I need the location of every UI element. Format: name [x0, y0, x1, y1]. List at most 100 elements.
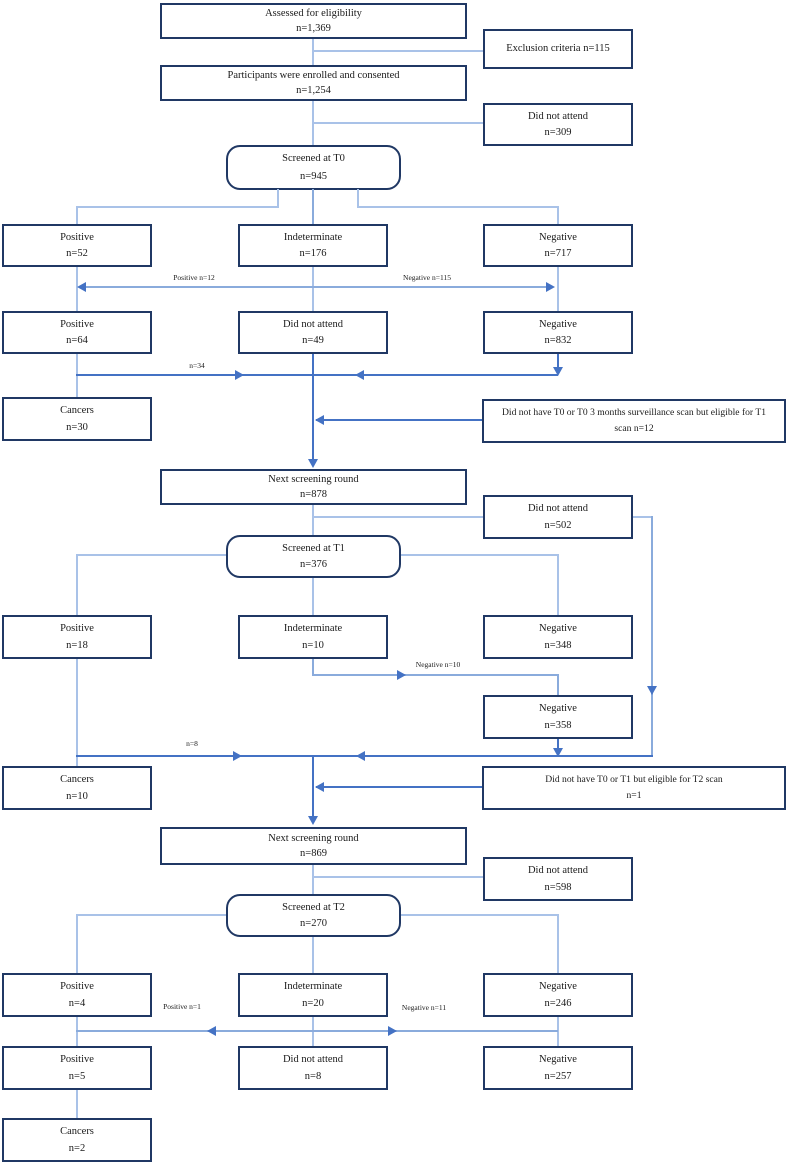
- box-label: Cancers: [60, 404, 94, 416]
- box-label: Screened at T1: [282, 542, 345, 554]
- box-label: Negative: [539, 622, 577, 634]
- box-label: Positive: [60, 622, 94, 634]
- flow-box-t2-cancers: Cancers n=2: [2, 1118, 152, 1162]
- box-label: Screened at T2: [282, 901, 345, 913]
- arrowhead-down: [308, 816, 318, 825]
- flow-box-enrolled-consented: Participants were enrolled and consented…: [160, 65, 467, 101]
- connector: [312, 865, 314, 894]
- connector: [557, 554, 559, 615]
- box-count: n=832: [544, 335, 572, 347]
- arrowhead-right: [388, 1026, 397, 1036]
- connector: [76, 659, 78, 766]
- box-label: Negative: [539, 231, 577, 243]
- connector: [312, 122, 483, 124]
- box-label: Indeterminate: [283, 231, 343, 243]
- connector: [76, 914, 78, 973]
- box-label: Exclusion criteria n=115: [506, 43, 610, 55]
- flow-box-next-round-t2: Next screening round n=869: [160, 827, 467, 865]
- arrowhead-left: [315, 782, 324, 792]
- flow-box-next-round-t1: Next screening round n=878: [160, 469, 467, 505]
- box-count: n=869: [300, 847, 327, 859]
- box-count: n=52: [66, 248, 88, 260]
- connector: [76, 1090, 78, 1118]
- box-count: n=257: [544, 1070, 572, 1082]
- flow-box-screened-t1: Screened at T1 n=376: [226, 535, 401, 578]
- box-count: n=1,369: [296, 22, 331, 34]
- flow-box-t0-negative-final: Negative n=832: [483, 311, 633, 354]
- box-count: n=49: [302, 335, 324, 347]
- connector: [76, 206, 279, 208]
- connector: [80, 286, 550, 288]
- box-count: n=10: [66, 790, 88, 802]
- connector: [557, 206, 559, 224]
- connector: [557, 267, 559, 311]
- connector: [312, 937, 314, 973]
- box-count: n=5: [68, 1070, 86, 1082]
- box-label: Negative: [539, 702, 577, 714]
- connector: [316, 786, 482, 788]
- box-label: Next screening round: [268, 832, 359, 844]
- box-label: Negative: [539, 1053, 577, 1065]
- connector: [76, 554, 78, 615]
- connector: [312, 375, 314, 459]
- connector: [312, 876, 483, 878]
- flow-box-t1-cancers: Cancers n=10: [2, 766, 152, 810]
- box-count: n=502: [544, 519, 572, 531]
- connector: [357, 206, 558, 208]
- box-count: n=717: [544, 248, 572, 260]
- flow-box-t0-positive-final: Positive n=64: [2, 311, 152, 354]
- box-count: n=4: [68, 997, 86, 1009]
- arrowhead-right: [546, 282, 555, 292]
- connector: [76, 914, 226, 916]
- box-count: n=246: [544, 997, 572, 1009]
- connector: [76, 1030, 558, 1032]
- flow-box-t0-negative: Negative n=717: [483, 224, 633, 267]
- flow-box-t1-missed-eligible-t2: Did not have T0 or T1 but eligible for T…: [482, 766, 786, 810]
- box-count: scan n=12: [614, 423, 654, 435]
- box-count: n=1,254: [296, 84, 331, 96]
- arrowhead-down: [647, 686, 657, 695]
- box-count: n=878: [300, 488, 327, 500]
- flow-box-t0-did-not-attend-scan: Did not attend n=49: [238, 311, 388, 354]
- flow-box-t2-positive-final: Positive n=5: [2, 1046, 152, 1090]
- flow-box-t0-positive: Positive n=52: [2, 224, 152, 267]
- flow-box-t1-negative: Negative n=348: [483, 615, 633, 659]
- box-label: Assessed for eligibility: [265, 8, 362, 20]
- arrowhead-left: [207, 1026, 216, 1036]
- edge-label: n=8: [186, 739, 198, 748]
- connector: [76, 554, 226, 556]
- connector: [312, 354, 314, 375]
- connector: [401, 554, 558, 556]
- flow-box-t2-indeterminate: Indeterminate n=20: [238, 973, 388, 1017]
- edge-label: n=34: [189, 361, 205, 370]
- arrowhead-right: [233, 751, 242, 761]
- connector: [312, 50, 483, 52]
- connector: [312, 267, 314, 311]
- box-count: n=30: [66, 421, 88, 433]
- connector: [312, 674, 558, 676]
- flow-box-t0-missed-eligible-t1: Did not have T0 or T0 3 months surveilla…: [482, 399, 786, 443]
- connector: [557, 354, 559, 368]
- flow-box-t1-indeterminate: Indeterminate n=10: [238, 615, 388, 659]
- box-label: Indeterminate: [283, 622, 343, 634]
- box-label: Did not attend: [527, 864, 589, 876]
- box-count: n=358: [544, 719, 572, 731]
- connector: [312, 578, 314, 615]
- box-label: Did not attend: [282, 318, 344, 330]
- box-label: Did not have T0 or T1 but eligible for T…: [545, 773, 723, 785]
- box-label: Participants were enrolled and consented: [227, 70, 400, 82]
- connector: [312, 516, 483, 518]
- flow-box-assessed-eligibility: Assessed for eligibility n=1,369: [160, 3, 467, 39]
- box-label: Next screening round: [268, 474, 359, 486]
- flow-box-screened-t2: Screened at T2 n=270: [226, 894, 401, 937]
- box-label: Negative: [539, 980, 577, 992]
- edge-label: Negative n=11: [401, 1003, 447, 1012]
- arrowhead-left: [77, 282, 86, 292]
- flow-box-screened-t0: Screened at T0 n=945: [226, 145, 401, 190]
- connector: [557, 739, 559, 749]
- box-count: n=10: [302, 639, 324, 651]
- box-label: Positive: [60, 231, 94, 243]
- connector: [312, 505, 314, 535]
- flow-box-t2-did-not-attend-scan: Did not attend n=8: [238, 1046, 388, 1090]
